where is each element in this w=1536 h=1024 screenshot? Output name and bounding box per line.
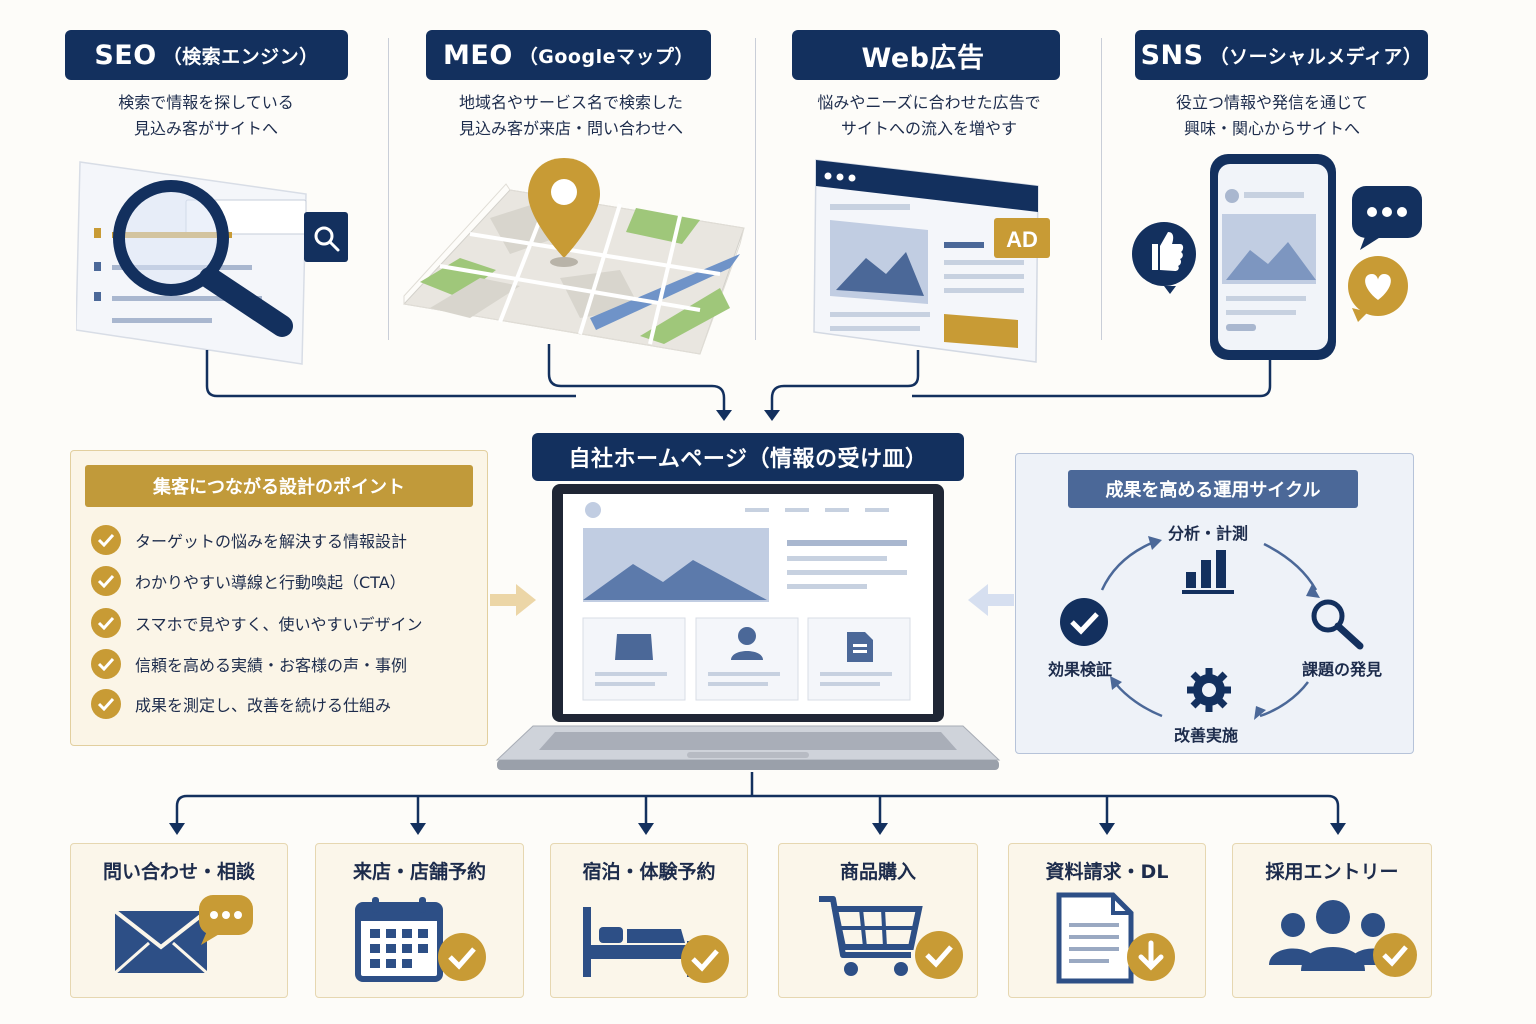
channel-title-text: MEO [443, 39, 513, 71]
design-point-item: 信頼を高める実績・お客様の声・事例 [91, 649, 407, 679]
outcome-purchase: 商品購入 [778, 843, 978, 998]
design-point-text: ターゲットの悩みを解決する情報設計 [135, 532, 408, 551]
meo-map-illustration [403, 158, 745, 355]
sns-phone-illustration [1132, 154, 1422, 360]
gear-icon [1187, 668, 1231, 712]
check-icon [91, 649, 121, 679]
outcome-label: 資料請求・DL [1045, 861, 1169, 883]
design-point-item: わかりやすい導線と行動喚起（CTA） [91, 566, 406, 596]
outcome-inquiry: 問い合わせ・相談 [70, 843, 288, 998]
laptop-homepage-illustration [495, 484, 1001, 770]
check-icon [91, 566, 121, 596]
channel-seo-title: SEO（検索エンジン） [65, 30, 348, 80]
outcome-label: 問い合わせ・相談 [102, 861, 255, 883]
channel-web-ad-desc: 悩みやニーズに合わせた広告で サイトへの流入を増やす [817, 90, 1040, 142]
people-check-icon [1269, 900, 1417, 977]
column-divider [755, 38, 756, 340]
design-point-item: ターゲットの悩みを解決する情報設計 [91, 525, 407, 555]
document-download-icon [1056, 892, 1175, 984]
cart-check-icon [819, 896, 963, 979]
web-ad-browser-illustration: AD [813, 159, 1050, 363]
channel-meo-title: MEO（Googleマップ） [426, 30, 711, 80]
desc-line: サイトへの流入を増やす [840, 119, 1018, 138]
desc-line: 地域名やサービス名で検索した [458, 93, 684, 112]
operation-cycle-panel: 成果を高める運用サイクル [1015, 453, 1414, 754]
search-icon [1311, 599, 1345, 633]
channel-sns-title: SNS（ソーシャルメディア） [1135, 30, 1428, 80]
homepage-title: 自社ホームページ（情報の受け皿） [532, 433, 964, 481]
design-points-title: 集客につながる設計のポイント [85, 465, 473, 507]
check-icon [91, 689, 121, 719]
desc-line: 検索で情報を探している [118, 93, 294, 112]
channel-subtitle-text: （Googleマップ） [518, 45, 694, 68]
calendar-check-icon [355, 897, 486, 982]
design-point-item: 成果を測定し、改善を続ける仕組み [91, 689, 391, 719]
channel-subtitle-text: （検索エンジン） [162, 45, 319, 68]
check-icon [91, 525, 121, 555]
design-point-text: スマホで見やすく、使いやすいデザイン [135, 615, 423, 634]
column-divider [388, 38, 389, 340]
check-icon [91, 608, 121, 638]
outcome-label: 来店・店舗予約 [352, 861, 486, 883]
channel-title-text: Web広告 [861, 42, 985, 74]
outcome-label: 宿泊・体験予約 [582, 861, 716, 883]
desc-line: 悩みやニーズに合わせた広告で [817, 93, 1041, 112]
desc-line: 興味・関心からサイトへ [1183, 119, 1361, 138]
channel-meo-desc: 地域名やサービス名で検索した 見込み客が来店・問い合わせへ [459, 90, 683, 142]
cycle-step-analysis: 分析・計測 [1168, 524, 1249, 543]
design-points-panel: 集客につながる設計のポイント ターゲットの悩みを解決する情報設計 わかりやすい導… [70, 450, 488, 746]
bar-chart-icon [1182, 550, 1234, 594]
channel-title-text: SEO [94, 39, 157, 71]
desc-line: 役立つ情報や発信を通じて [1175, 93, 1369, 112]
outcome-stay-reservation: 宿泊・体験予約 [550, 843, 748, 998]
outcome-recruitment: 採用エントリー [1232, 843, 1432, 998]
desc-line: 見込み客が来店・問い合わせへ [458, 119, 684, 138]
check-circle-icon [1060, 598, 1108, 646]
channel-sns-desc: 役立つ情報や発信を通じて 興味・関心からサイトへ [1176, 90, 1368, 142]
design-point-text: 成果を測定し、改善を続ける仕組み [135, 696, 392, 715]
channel-web-ad-title: Web広告 [792, 30, 1060, 80]
desc-line: 見込み客がサイトへ [133, 119, 278, 138]
design-point-text: わかりやすい導線と行動喚起（CTA） [135, 573, 406, 592]
seo-magnifier-illustration [76, 161, 348, 365]
ad-badge-text: AD [1006, 227, 1038, 252]
outcome-label: 採用エントリー [1265, 861, 1399, 883]
cycle-step-verify: 効果検証 [1048, 660, 1113, 679]
channel-subtitle-text: （ソーシャルメディア） [1209, 45, 1423, 68]
outcome-document-request: 資料請求・DL [1008, 843, 1206, 998]
outcome-label: 商品購入 [839, 861, 916, 883]
cycle-step-improve: 改善実施 [1174, 726, 1239, 745]
bed-check-icon [583, 907, 729, 983]
operation-cycle-title: 成果を高める運用サイクル [1068, 470, 1358, 508]
design-point-item: スマホで見やすく、使いやすいデザイン [91, 608, 423, 638]
channel-seo-desc: 検索で情報を探している 見込み客がサイトへ [118, 90, 294, 142]
channel-title-text: SNS [1140, 39, 1204, 71]
cycle-diagram [1060, 536, 1364, 720]
design-point-text: 信頼を高める実績・お客様の声・事例 [135, 656, 408, 675]
cycle-step-issue: 課題の発見 [1302, 660, 1383, 679]
mail-chat-icon [113, 895, 253, 975]
outcome-store-reservation: 来店・店舗予約 [315, 843, 524, 998]
column-divider [1101, 38, 1102, 340]
